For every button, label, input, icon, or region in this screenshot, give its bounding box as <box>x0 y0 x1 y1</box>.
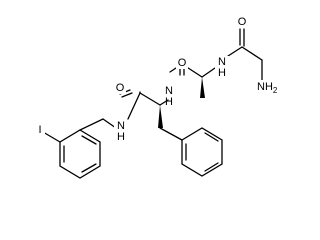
bond-phe-c-n <box>127 92 141 120</box>
svg-text:N: N <box>165 85 173 97</box>
iodophenyl-ring-double-2 <box>81 163 97 173</box>
svg-text:H: H <box>218 67 226 79</box>
phenyl-ring-double-1 <box>204 132 219 142</box>
atom-nh2-glycine: NH2 <box>254 80 278 95</box>
svg-text:NH2: NH2 <box>257 81 278 95</box>
bond-phe-carbonyl-double-b <box>121 92 133 98</box>
bond-benzyl-ch2-ring <box>79 118 104 131</box>
svg-text:N: N <box>117 120 125 132</box>
bond-ala-methyl-wedge <box>200 77 205 98</box>
phenyl-ring-double-2 <box>204 162 219 172</box>
atom-n-phenylalanine: N H <box>162 85 176 108</box>
bond-ring-iodine <box>42 131 61 143</box>
svg-text:N: N <box>218 56 226 68</box>
iodophenyl-ring-double-1 <box>81 135 97 145</box>
svg-text:O: O <box>178 57 187 69</box>
atom-o-phenylalanine: O <box>114 82 126 94</box>
atom-n-benzylamide: N H <box>114 120 128 143</box>
svg-text:H: H <box>165 96 173 108</box>
bond-phe-calpha-c <box>139 92 161 106</box>
svg-text:I: I <box>38 124 41 136</box>
phenyl-ring <box>181 127 223 177</box>
bond-phe-ch2-wedge <box>158 105 163 128</box>
iodophenyl-ring <box>59 129 101 179</box>
bond-gly-c-n <box>227 46 243 57</box>
bond-gly-c-ch2 <box>241 46 263 61</box>
atom-iodine: I <box>35 124 45 138</box>
atom-o-glycine: O <box>236 16 248 28</box>
atom-o-alanine: O <box>176 57 188 69</box>
svg-text:O: O <box>238 16 247 28</box>
svg-text:H: H <box>117 131 125 143</box>
molecule-structure: O N H NH2 O N H O N H I <box>35 16 278 179</box>
atom-n-alanine: N H <box>215 56 229 79</box>
bond-ala-n-calpha <box>201 67 216 78</box>
bond-phe-n-calpha <box>159 99 169 106</box>
bond-phe-ch2-ring <box>159 127 183 141</box>
bond-benzyl-n-ch2 <box>102 118 117 129</box>
svg-text:O: O <box>116 82 125 94</box>
